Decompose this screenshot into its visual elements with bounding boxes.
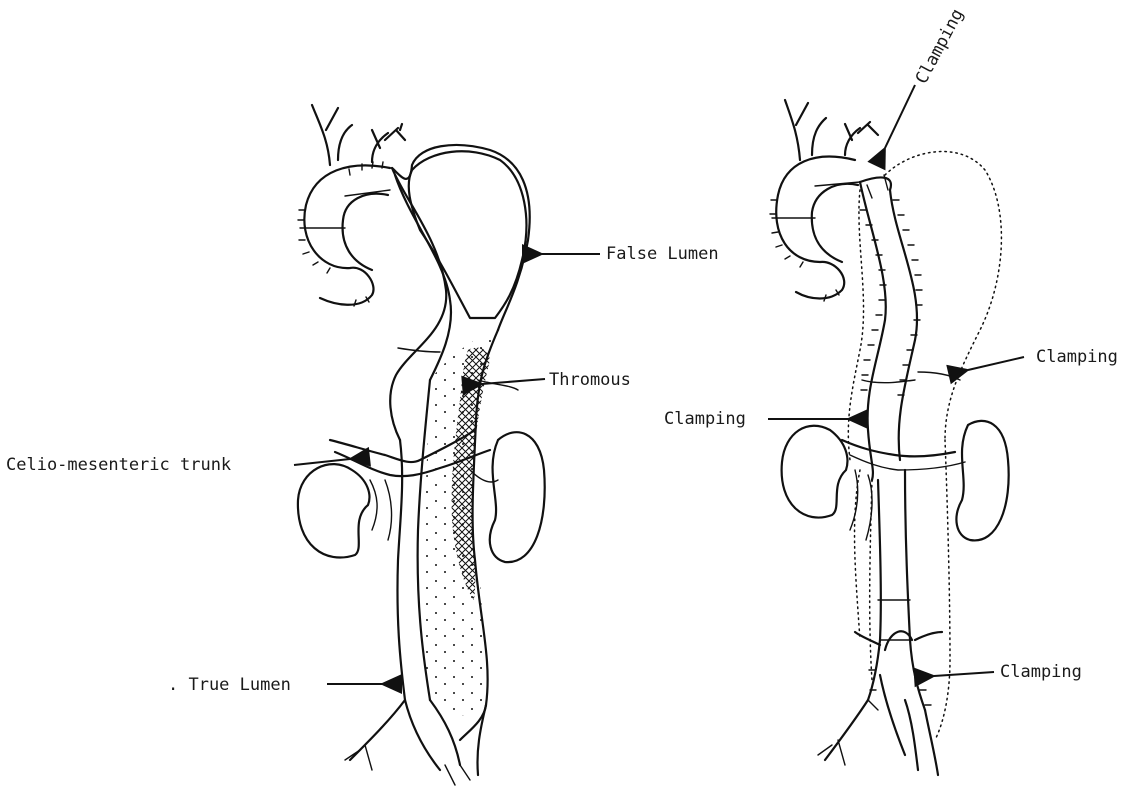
label-clamping-mid-right: Clamping <box>1036 347 1118 367</box>
right-fig-right-kidney <box>956 421 1008 541</box>
label-clamping-mid-left: Clamping <box>664 409 746 429</box>
left-kidney <box>298 464 370 557</box>
left-arch-graft <box>298 105 405 306</box>
arrow-clamping-top <box>885 85 915 148</box>
label-thrombus: Thromous <box>549 370 631 390</box>
label-clamping-top: Clamping <box>912 6 968 88</box>
label-celio-mesenteric-trunk: Celio-mesenteric trunk <box>6 455 231 475</box>
label-false-lumen: False Lumen <box>606 244 719 264</box>
right-kidney <box>490 432 545 562</box>
label-clamping-bottom: Clamping <box>1000 662 1082 682</box>
arrows <box>294 85 1024 684</box>
arrow-clamping-bottom <box>934 672 994 676</box>
label-true-lumen: . True Lumen <box>168 675 291 695</box>
right-fig-left-kidney <box>782 426 848 518</box>
labels: False Lumen Thromous Celio-mesenteric tr… <box>6 6 1118 695</box>
arrow-thrombus <box>482 379 545 384</box>
arrow-clamping-mid-right <box>968 357 1024 370</box>
